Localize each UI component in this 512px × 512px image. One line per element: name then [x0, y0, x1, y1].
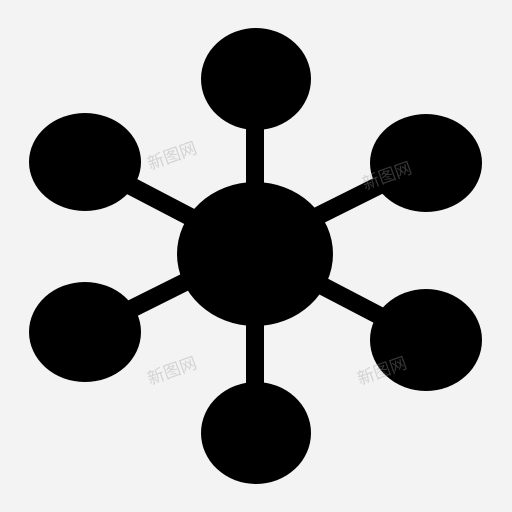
satellite-node-lower-right	[370, 289, 482, 391]
hub-node	[177, 182, 333, 326]
satellite-node-lower-left	[29, 282, 141, 382]
satellite-node-upper-left	[29, 113, 141, 211]
satellite-node-bottom	[201, 382, 311, 484]
satellite-node-top	[201, 28, 311, 130]
satellite-node-upper-right	[370, 114, 482, 212]
network-graph	[29, 28, 482, 484]
